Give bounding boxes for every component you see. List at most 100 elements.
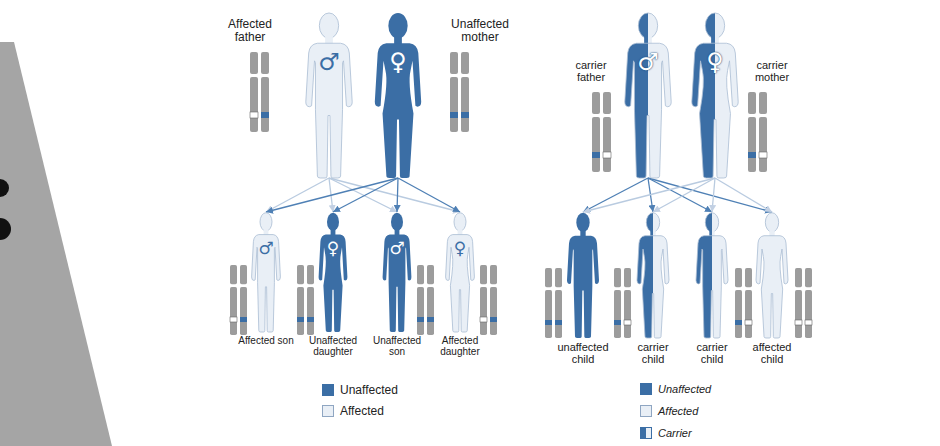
person-label: carrier mother <box>747 60 797 83</box>
figure-body <box>252 235 281 332</box>
allele-band <box>261 112 269 118</box>
legend-item: Affected <box>322 404 384 418</box>
figure-head <box>765 213 778 232</box>
allele-band <box>480 317 487 322</box>
allele-band <box>450 112 458 118</box>
edge-dot <box>0 179 9 197</box>
figure-body <box>375 43 421 178</box>
chromosome <box>545 268 552 338</box>
allele-band <box>795 320 802 325</box>
chromosome <box>307 265 314 335</box>
figure-body <box>696 236 728 338</box>
allele-band <box>230 317 237 322</box>
person-silhouette <box>633 212 673 338</box>
chromosome <box>297 265 304 335</box>
allele-band <box>805 320 812 325</box>
chromosome <box>427 265 434 335</box>
person-label: Affected father <box>218 18 282 43</box>
chromosome <box>450 52 458 132</box>
chromosome <box>555 268 562 338</box>
sex-symbol: ♂ <box>389 240 404 257</box>
figure-body <box>319 235 348 332</box>
legend-item: Unaffected <box>640 383 711 395</box>
legend-swatch <box>640 427 652 439</box>
inheritance-arrow <box>715 178 772 212</box>
chromosome <box>795 268 802 338</box>
allele-band <box>427 317 434 322</box>
chromosome-pair <box>297 265 314 335</box>
chromosome-pair <box>614 268 631 338</box>
chromosome <box>805 268 812 338</box>
person-silhouette <box>686 12 744 178</box>
sex-symbol: ♂ <box>318 50 340 74</box>
allele-band <box>624 320 631 325</box>
chromosome-pair <box>450 52 469 132</box>
person-figure: Affected son♂ <box>248 212 284 332</box>
figure-head <box>705 13 724 38</box>
allele-band <box>745 320 752 325</box>
legend-swatch <box>640 383 652 395</box>
figure-head <box>388 13 407 38</box>
chromosome <box>624 268 631 338</box>
figure-body <box>446 235 475 332</box>
person-silhouette <box>315 212 351 332</box>
person-silhouette <box>379 212 415 332</box>
legend-text: Affected <box>658 405 698 417</box>
chromosome-pair <box>250 52 269 132</box>
person-silhouette <box>369 12 427 178</box>
inheritance-arrow <box>712 178 715 212</box>
person-label: affected child <box>747 342 797 365</box>
chromosome <box>759 92 767 172</box>
chromosome <box>250 52 258 132</box>
chromosome-pair <box>230 265 247 335</box>
sex-symbol: ♀ <box>706 50 724 74</box>
inheritance-arrow <box>397 178 398 212</box>
person-silhouette <box>619 12 677 178</box>
person-label: Affected daughter <box>432 336 488 357</box>
chromosome <box>603 92 611 172</box>
person-silhouette <box>692 212 732 338</box>
inheritance-arrow <box>648 178 772 212</box>
inheritance-arrow <box>329 178 397 212</box>
inheritance-arrow <box>398 178 460 212</box>
allele-band <box>759 152 767 158</box>
chromosome <box>480 265 487 335</box>
figure-neck <box>331 230 336 236</box>
figure-body <box>383 235 412 332</box>
chromosome <box>490 265 497 335</box>
person-figure: Affected father♂ <box>300 12 358 178</box>
figure-body <box>756 236 788 338</box>
chromosome-pair <box>735 268 752 338</box>
allele-band <box>555 320 562 325</box>
person-figure: Unaffected mother♀ <box>369 12 427 178</box>
inheritance-arrow <box>653 178 715 212</box>
chromosome <box>461 52 469 132</box>
chromosome-pair <box>592 92 611 172</box>
chromosome <box>240 265 247 335</box>
legend-item: Affected <box>640 405 698 417</box>
allele-band <box>592 152 600 158</box>
person-figure: affected child <box>752 212 792 338</box>
person-label: Unaffected son <box>367 336 427 357</box>
legend-item: Carrier <box>640 427 692 439</box>
person-figure: Unaffected daughter♀ <box>315 212 351 332</box>
figure-neck <box>394 36 402 44</box>
figure-neck <box>395 230 400 236</box>
allele-band <box>614 320 621 325</box>
chromosome <box>417 265 424 335</box>
figure-head <box>319 13 338 38</box>
sex-symbol: ♂ <box>258 240 273 257</box>
chromosome <box>745 268 752 338</box>
figure-head <box>646 213 659 232</box>
inheritance-arrow <box>648 178 712 212</box>
person-figure: carrier father♂ <box>619 12 677 178</box>
chromosome-pair <box>417 265 434 335</box>
person-label: Unaffected mother <box>447 18 513 43</box>
sex-symbol: ♂ <box>637 50 659 74</box>
sex-symbol: ♀ <box>327 240 339 257</box>
side-panel <box>0 42 112 446</box>
figure-head <box>391 213 403 231</box>
allele-band <box>240 317 247 322</box>
chromosome-pair <box>795 268 812 338</box>
